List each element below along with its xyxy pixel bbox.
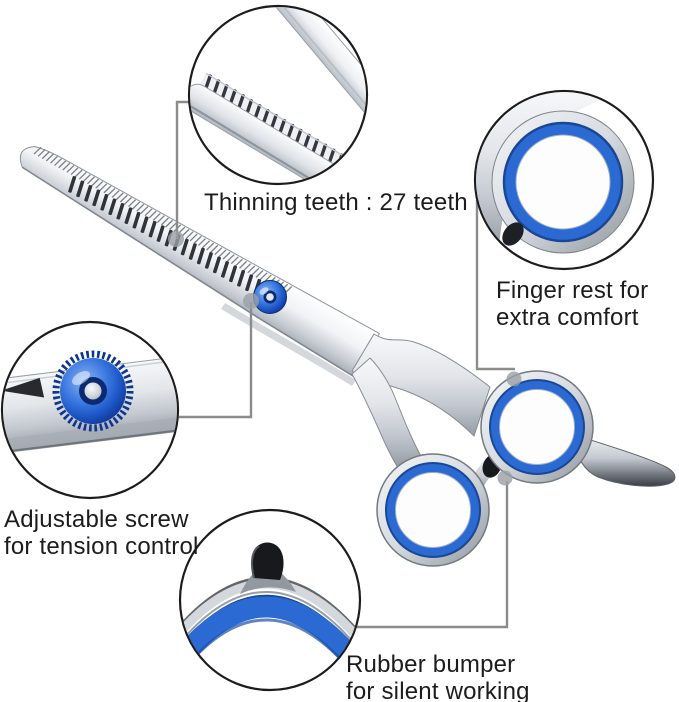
connector-adjustable-screw [179, 302, 253, 419]
label-thinning-teeth-line1: Thinning teeth : 27 teeth [204, 189, 468, 216]
connector-thinning-teeth [175, 100, 189, 239]
label-rubber-bumper-line2: for silent working [346, 678, 530, 702]
label-finger-rest: Finger rest for extra comfort [496, 277, 648, 331]
magnifier-adjustable-screw [0, 320, 180, 500]
callout-anchor-dots [168, 231, 522, 486]
bumper-knob-zoom [251, 542, 284, 580]
scissors [19, 146, 676, 567]
label-thinning-teeth: Thinning teeth : 27 teeth [204, 189, 468, 216]
anchor-dot-finger-rest [506, 371, 522, 387]
lower-finger-ring [376, 453, 490, 567]
label-adjustable-screw-line2: for tension control [4, 533, 199, 560]
label-finger-rest-line2: extra comfort [496, 304, 639, 331]
label-rubber-bumper: Rubber bumper for silent working [346, 651, 530, 702]
anchor-dot-adjustable-screw [243, 293, 259, 309]
lower-blade-edge [221, 303, 356, 386]
label-finger-rest-line1: Finger rest for [496, 277, 649, 304]
anchor-dot-thinning-teeth [168, 231, 184, 247]
finger-ring-zoom [491, 110, 635, 254]
label-adjustable-screw-line1: Adjustable screw [4, 506, 189, 533]
plain-blade-zoom [267, 7, 366, 117]
adjustable-screw-zoom [52, 350, 134, 432]
connector-finger-rest [475, 200, 515, 371]
connector-rubber-bumper [357, 481, 509, 629]
magnifier-finger-rest [473, 89, 655, 271]
anchor-dot-rubber-bumper [497, 470, 513, 486]
upper-finger-ring [480, 370, 594, 484]
label-adjustable-screw: Adjustable screw for tension control [4, 506, 199, 560]
bumper-zoom-small [502, 222, 524, 246]
thinning-blade [19, 146, 381, 378]
magnifier-thinning-teeth [187, 4, 369, 186]
pivot-screw [253, 280, 287, 314]
label-rubber-bumper-line1: Rubber bumper [346, 651, 516, 678]
callout-connectors [175, 100, 515, 629]
finger-rest-tail [575, 435, 676, 487]
